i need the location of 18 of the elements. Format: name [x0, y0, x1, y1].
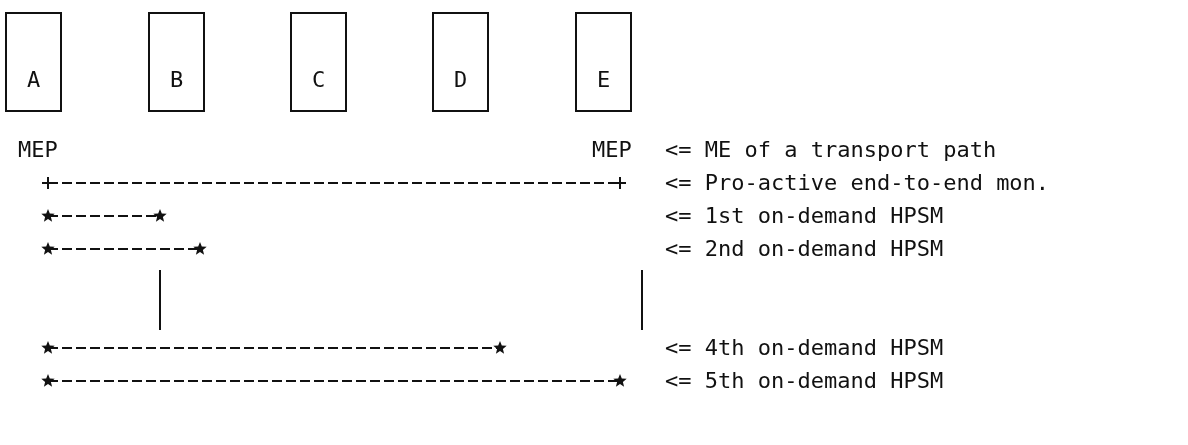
- node-letter: B: [168, 67, 185, 92]
- endpoint-label: MEP: [592, 137, 632, 163]
- node-letter: A: [25, 67, 42, 92]
- annotation: <= ME of a transport path: [665, 137, 997, 163]
- node-box: [148, 12, 205, 112]
- node-letter: D: [452, 67, 469, 92]
- annotation: <= 5th on-demand HPSM: [665, 368, 944, 394]
- annotation: <= 1st on-demand HPSM: [665, 203, 944, 229]
- annotation: <= 2nd on-demand HPSM: [665, 236, 944, 262]
- node-box: [432, 12, 489, 112]
- annotation: <= Pro-active end-to-end mon.: [665, 170, 1050, 196]
- annotation: <= 4th on-demand HPSM: [665, 335, 944, 361]
- node-box: [5, 12, 62, 112]
- node-box: [575, 12, 632, 112]
- node-letter: C: [310, 67, 327, 92]
- endpoint-label: MEP: [18, 137, 58, 163]
- node-box: [290, 12, 347, 112]
- node-letter: E: [595, 67, 612, 92]
